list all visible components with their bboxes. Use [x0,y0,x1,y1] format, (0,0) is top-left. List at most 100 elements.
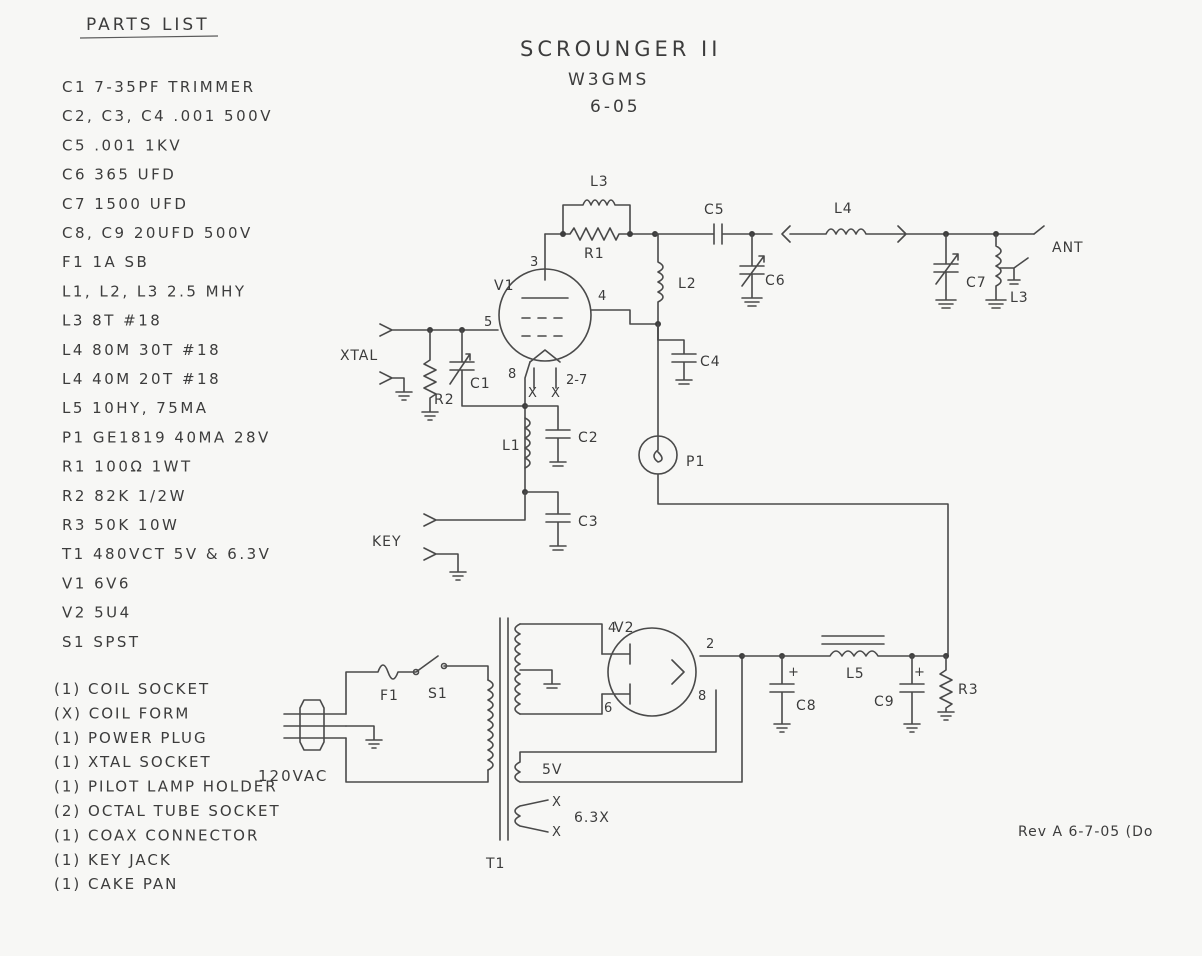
C8-capacitor [769,655,795,733]
R1-resistor [544,227,656,241]
C6-label: C6 [765,273,786,289]
heater-x2: X [551,386,560,401]
parts-list-item: S1 SPST [62,633,141,651]
xtal-label: XTAL [340,348,378,364]
L2-inductor [657,233,664,341]
parts-list-item: T1 480VCT 5V & 6.3V [61,545,271,563]
heater-x1: X [528,386,537,401]
V2-pin6: 6 [604,701,612,716]
R3-resistor [937,655,955,721]
T1-label: T1 [485,856,505,872]
callsign: W3GMS [568,70,649,90]
V2-label: V2 [614,620,634,636]
revision-note: Rev A 6-7-05 (Do [1018,824,1153,840]
schematic-title: SCROUNGER II [520,37,721,61]
materials-list: (1) COIL SOCKET (X) COIL FORM (1) POWER PL… [54,680,328,893]
C7-label: C7 [966,275,987,291]
C8-plus: + [788,665,799,680]
title-block: SCROUNGER II W3GMS 6-05 [520,37,721,117]
C1-trimmer [449,329,526,407]
V1-label: V1 [494,278,514,294]
C1-label: C1 [470,376,491,392]
materials-item: (1) COIL SOCKET [54,680,210,698]
parts-list-item: L3 8T #18 [62,312,162,330]
R2-label: R2 [434,392,455,408]
parts-list-item: F1 1A SB [62,253,149,271]
V2-pin2: 2 [706,637,714,652]
V2-rectifier-tube [607,627,697,717]
L3-antenna-inductor [985,233,1029,309]
V1-pin27: 2-7 [566,373,587,388]
parts-list-item: C1 7-35PF TRIMMER [62,78,256,96]
materials-items: (1) COIL SOCKET (X) COIL FORM (1) POWER PL… [54,680,281,893]
power-plug [283,699,347,751]
parts-list-item: L1, L2, L3 2.5 MHY [62,282,247,300]
parts-list-item: C6 365 UFD [62,166,176,184]
V1-pin4: 4 [598,289,606,304]
L2-label: L2 [678,276,697,292]
filament-x2: X [552,825,561,840]
L3-top-inductor [562,199,631,235]
C4-label: C4 [700,354,721,370]
C9-plus: + [914,665,925,680]
oscillator-circuit: L3 R1 C5 L4 C6 C7 L3 ANT V1 3 4 [340,174,1084,657]
parts-list-item: R1 100Ω 1WT [62,458,193,476]
R2-resistor [421,329,439,421]
L1-label: L1 [502,438,521,454]
L4-inductor [751,225,1035,243]
L1-inductor [524,417,531,469]
C5-label: C5 [704,202,725,218]
T1-secondary-winding [514,623,521,715]
C2-label: C2 [578,430,599,446]
filament-x1: X [552,795,561,810]
L5-label: L5 [846,666,865,682]
materials-item: (X) COIL FORM [54,704,190,722]
materials-item: (1) COAX CONNECTOR [54,826,259,844]
parts-list-item: C5 .001 1KV [62,136,182,154]
schematic-date: 6-05 [590,97,641,117]
key-label: KEY [372,534,402,550]
5v-winding-label: 5V [542,762,562,778]
parts-list-item: R2 82K 1/2W [62,487,187,505]
parts-list-item: C8, C9 20UFD 500V [62,224,253,242]
6v3-winding-label: 6.3X [574,810,610,826]
C8-label: C8 [796,698,817,714]
R1-label: R1 [584,246,605,262]
C3-label: C3 [578,514,599,530]
materials-item: (1) KEY JACK [54,851,172,869]
C9-capacitor [899,655,925,733]
T1-primary-winding [487,679,494,771]
materials-item: (1) POWER PLUG [54,729,208,747]
parts-list-item: V2 5U4 [62,604,132,622]
parts-list-item: C2, C3, C4 .001 500V [62,107,273,125]
L3-top-label: L3 [590,174,609,190]
V1-pin8: 8 [508,367,516,382]
parts-list-item: L4 40M 20T #18 [62,370,221,388]
L3-antenna-label: L3 [1010,290,1029,306]
V1-pin3: 3 [530,255,538,270]
P1-label: P1 [686,454,705,470]
F1-label: F1 [380,688,399,704]
materials-item: (1) PILOT LAMP HOLDER [54,778,278,796]
parts-list-items: C1 7-35PF TRIMMER C2, C3, C4 .001 500V C5 … [61,78,273,651]
L4-label: L4 [834,201,853,217]
parts-list-item: C7 1500 UFD [62,195,188,213]
C7-variable-capacitor [933,233,959,309]
antenna-label: ANT [1052,240,1084,256]
parts-list-item: V1 6V6 [62,574,131,592]
voltage-note: 120VAC [258,767,328,785]
parts-list-item: L4 80M 30T #18 [62,341,221,359]
materials-item: (1) CAKE PAN [54,875,178,893]
parts-list-item: L5 10HY, 75MA [62,399,209,417]
parts-list: PARTS LIST C1 7-35PF TRIMMER C2, C3, C4 .… [61,15,273,651]
parts-list-item: R3 50K 10W [62,516,179,534]
V2-pin8: 8 [698,689,706,704]
V1-tube [498,268,592,362]
R3-label: R3 [958,682,979,698]
parts-list-heading: PARTS LIST [86,15,210,35]
C9-label: C9 [874,694,895,710]
parts-list-item: P1 GE1819 40MA 28V [62,428,271,446]
materials-item: (2) OCTAL TUBE SOCKET [54,802,281,820]
V1-pin5: 5 [484,315,492,330]
